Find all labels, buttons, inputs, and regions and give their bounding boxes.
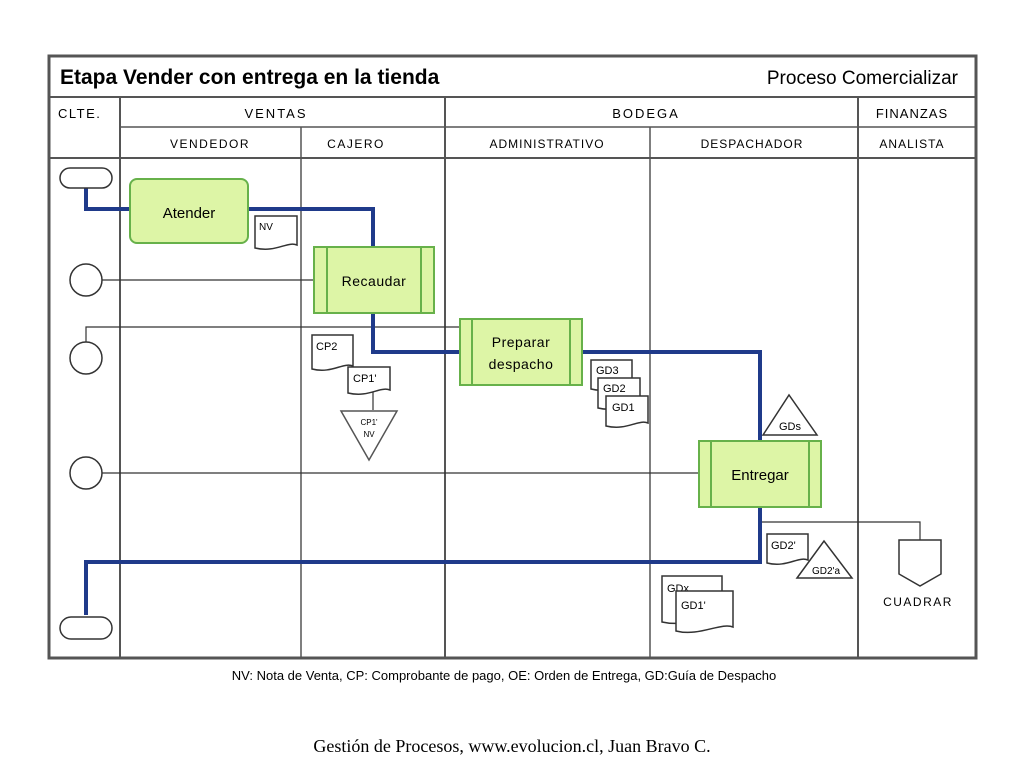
doc-gd1b-shape [675,590,734,634]
area-finanzas: FINANZAS [876,106,948,121]
doc-gd2-label: GD2 [603,383,626,395]
activity-cuadrar-shape [898,539,942,587]
role-cajero: CAJERO [327,137,385,151]
doc-cp2-shape [311,334,354,371]
activity-recaudar-label: Recaudar [342,273,407,289]
doc-gd3-label: GD3 [596,365,619,377]
client-event-entregar [69,456,103,490]
activity-entregar-label: Entregar [731,467,789,484]
client-event-preparar [69,341,103,375]
area-clte: CLTE. [58,106,101,121]
doc-cp1-label: CP1' [353,373,377,385]
activity-atender-box [129,178,249,244]
connector-preparar-client [85,326,460,344]
doc-nv-shape [254,215,298,250]
doc-cp2-label: CP2 [316,341,337,353]
archive-cp1-nv-label-2: NV [363,430,375,439]
end-event [59,616,113,640]
start-event [59,167,113,189]
flow-start-atender [84,188,130,211]
activity-entregar: Entregar [698,440,822,508]
client-event-recaudar [69,263,103,297]
role-analista: ANALISTA [879,137,944,151]
archive-gds-label: GDs [779,421,802,433]
activity-preparar-box [459,318,583,386]
archive-cp1-nv-shape [339,410,399,462]
main-flow [84,188,762,615]
activity-recaudar: Recaudar [313,246,435,314]
doc-gd1b-label: GD1' [681,600,706,612]
doc-nv: NV [254,215,298,250]
role-administrativo: ADMINISTRATIVO [489,137,604,151]
activity-atender-label: Atender [163,205,216,222]
doc-nv-label: NV [259,222,273,233]
area-bodega: BODEGA [612,106,680,121]
flow-atender-recaudar [248,207,375,247]
footer-credit: Gestión de Procesos, www.evolucion.cl, J… [313,736,711,756]
doc-gd2b-label: GD2' [771,540,796,552]
activity-preparar-label-2: despacho [489,356,554,372]
archive-gd2a-label: GD2'a [812,566,840,577]
activity-cuadrar: CUADRAR [883,539,953,609]
archive-gds: GDs [761,393,819,436]
diagram-title: Etapa Vender con entrega en la tienda [60,66,440,89]
doc-stack-gdx: GDx GD1' [661,575,734,634]
flow-entregar-end [84,507,762,615]
process-name: Proceso Comercializar [767,68,959,89]
doc-gd2b-shape [766,533,809,565]
legend-text: NV: Nota de Venta, CP: Comprobante de pa… [232,668,776,683]
doc-gd1-label: GD1 [612,402,635,414]
role-vendedor: VENDEDOR [170,137,250,151]
archive-cp1-nv-label-1: CP1' [360,418,378,427]
archive-gd2a-shape [795,539,854,579]
activity-preparar: Preparar despacho [459,318,583,386]
flow-preparar-entregar [582,350,762,441]
activity-entregar-box [698,440,822,508]
flow-recaudar-preparar [371,313,460,354]
connector-cuadrar [760,521,921,540]
role-despachador: DESPACHADOR [701,137,804,151]
doc-gd2b: GD2' [766,533,809,565]
archive-gd2a: GD2'a [795,539,854,579]
activity-recaudar-box [313,246,435,314]
doc-cp1: CP1' [347,366,391,395]
activity-atender: Atender [129,178,249,244]
archive-gds-shape [761,393,819,436]
doc-stack-gd: GD3 GD2 GD1 [590,359,649,428]
process-diagram: Etapa Vender con entrega en la tienda Pr… [47,54,978,683]
doc-gd1-shape [605,395,649,428]
thin-connectors [85,279,921,540]
doc-cp1-shape [347,366,391,395]
doc-cp2: CP2 [311,334,354,371]
archive-cp1-nv: CP1' NV [339,410,399,462]
activity-preparar-label-1: Preparar [492,334,550,350]
activity-cuadrar-label: CUADRAR [883,595,953,609]
area-ventas: VENTAS [244,106,307,121]
